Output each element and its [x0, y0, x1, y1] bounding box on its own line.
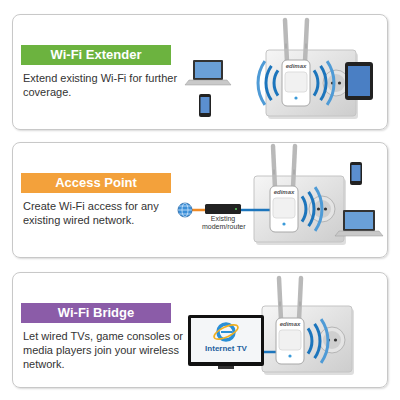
- extender-device: [270, 146, 298, 232]
- extender-scene: [185, 20, 373, 119]
- device-caption: Existing modem/router: [202, 215, 244, 231]
- wall-socket: [319, 327, 345, 353]
- globe-parallels: [178, 206, 192, 214]
- mode-panel: Access PointCreate Wi-Fi access for any …: [12, 142, 388, 258]
- tablet-screen: [348, 66, 370, 96]
- phone-screen: [201, 97, 210, 113]
- modem-led: [235, 208, 237, 210]
- phone-icon: [350, 162, 362, 185]
- brand-logo: edimax: [282, 63, 310, 70]
- screen-text: Internet TV: [193, 344, 259, 353]
- tv-screen: [191, 318, 261, 362]
- tv-frame: [188, 315, 264, 366]
- laptop-display: [195, 62, 221, 78]
- tablet-icon: [345, 62, 373, 100]
- modem-router: [205, 204, 241, 214]
- mode-heading: Wi-Fi Extender: [21, 45, 171, 65]
- laptop-base: [335, 231, 383, 236]
- mode-panel: Wi-Fi ExtenderExtend existing Wi-Fi for …: [12, 14, 388, 130]
- phone-icon: [199, 94, 211, 117]
- brand-logo: edimax: [270, 189, 298, 196]
- laptop-screen: [193, 60, 223, 80]
- wifi-waves: [308, 319, 328, 363]
- wifi-waves: [302, 187, 322, 231]
- wifi-waves: [314, 61, 334, 105]
- internet-globe: [178, 203, 192, 217]
- tv-stand: [218, 366, 234, 369]
- laptop-base: [185, 80, 231, 85]
- laptop-display: [345, 212, 373, 229]
- bridge-scene: [188, 278, 354, 375]
- mode-heading: Access Point: [21, 173, 171, 193]
- browser-logo-ring: [212, 322, 240, 342]
- wan-cable: [192, 209, 205, 212]
- mode-description: Extend existing Wi-Fi for further covera…: [23, 71, 183, 99]
- browser-logo-bar: [221, 331, 232, 333]
- brand-logo: edimax: [276, 321, 304, 328]
- wifi-waves: [258, 61, 278, 105]
- phone-screen: [352, 165, 361, 181]
- wall-plate: [266, 50, 358, 119]
- extender-device: [282, 20, 310, 106]
- mode-heading: Wi-Fi Bridge: [21, 303, 171, 323]
- mode-description: Create Wi-Fi access for any existing wir…: [23, 199, 183, 227]
- mode-panel: Wi-Fi BridgeLet wired TVs, game consoles…: [12, 272, 388, 388]
- mode-description: Let wired TVs, game consoles or media pl…: [23, 329, 183, 371]
- laptop-screen: [343, 210, 375, 231]
- access-point-scene: [178, 146, 383, 245]
- extender-device: [276, 278, 304, 364]
- lan-cable: [241, 209, 272, 212]
